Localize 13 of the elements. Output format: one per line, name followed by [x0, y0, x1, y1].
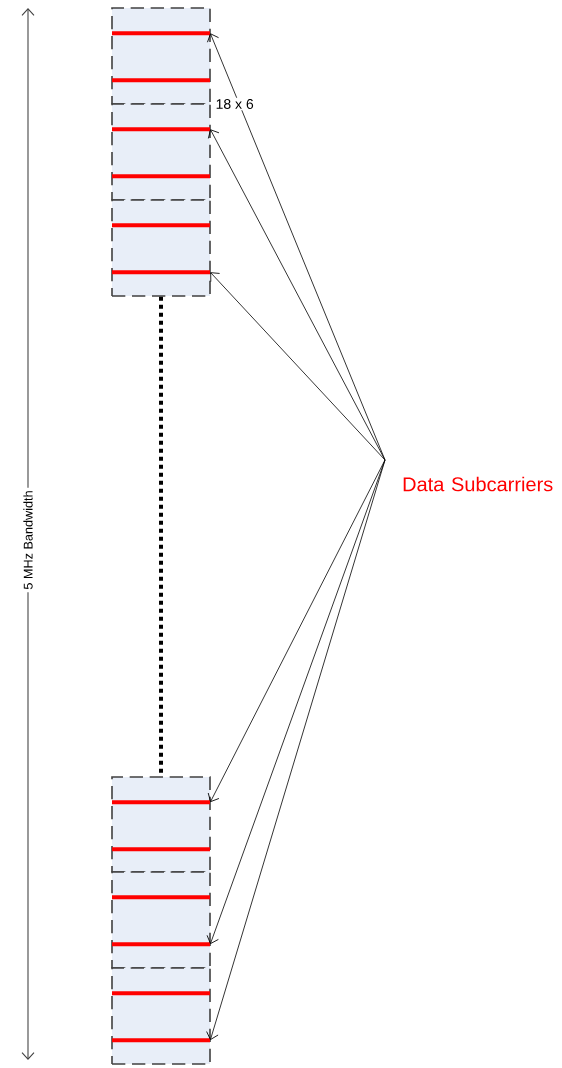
resource-block: [111, 7, 211, 105]
arrow: [206, 459, 386, 945]
resource-block: [111, 103, 211, 201]
resource-block: [111, 967, 211, 1065]
arrow: [210, 272, 386, 461]
arrow: [206, 459, 386, 1041]
node-label: Data Subcarriers: [403, 476, 553, 492]
resource-block: [111, 199, 211, 297]
arrow: [207, 129, 386, 461]
resource-block: [111, 776, 211, 873]
arrow: [207, 459, 386, 803]
arrow: [207, 33, 386, 461]
resource-block: [111, 871, 211, 969]
